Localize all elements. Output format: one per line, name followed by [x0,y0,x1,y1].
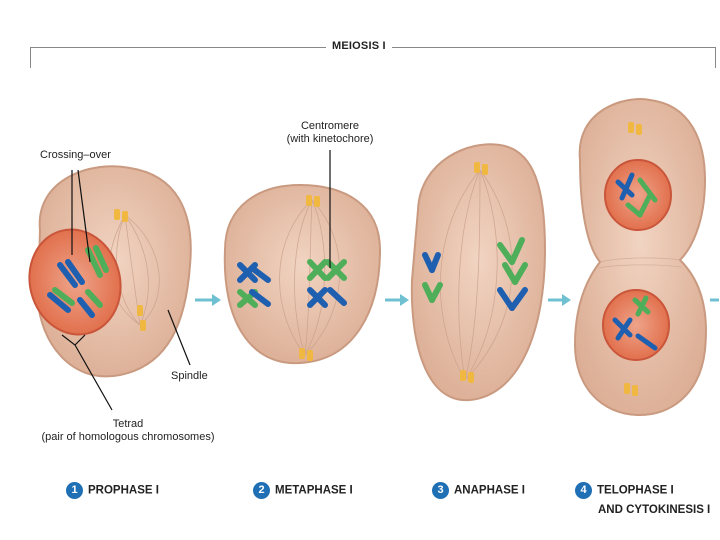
phase-label-4: TELOPHASE I [597,484,674,497]
arrow-2 [385,294,409,306]
crossing-over-label: Crossing–over [40,149,111,161]
phase-number-1: 1 [66,482,83,499]
centromere-title: Centromere [300,120,360,132]
prophase-chromosomes [47,245,109,318]
phase-label-1: PROPHASE I [88,484,159,497]
diagram-title: MEIOSIS I [326,40,392,52]
tetrad-subtitle: (pair of homologous chromosomes) [41,431,215,443]
phase-number-4: 4 [575,482,592,499]
tetrad-label: Tetrad (pair of homologous chromosomes) [18,418,238,444]
tetrad-pointer-2 [74,334,86,346]
crossing-over-pointer-2 [77,169,91,263]
centromere-subtitle: (with kinetochore) [286,133,374,145]
spindle-pointer [167,309,191,366]
prophase-centrosome-bottom [137,305,146,331]
telophase-chromosomes [612,172,658,351]
centromere-label: Centromere (with kinetochore) [268,120,392,146]
metaphase-centrosome-top [306,195,320,207]
tetrad-title: Tetrad [112,418,144,430]
telophase-centrosome-bottom [624,383,638,396]
phase-caption-2: 2 METAPHASE I [253,482,353,499]
telophase-cell [573,98,707,417]
phase-number-2: 2 [253,482,270,499]
anaphase-centrosome-top [474,162,488,175]
telophase-nucleus-bottom [602,289,670,361]
metaphase-centrosome-bottom [299,348,313,361]
phase-label-4-line2: AND CYTOKINESIS I [598,504,711,516]
phase-caption-3: 3 ANAPHASE I [432,482,525,499]
phase-caption-4: 4 TELOPHASE I AND CYTOKINESIS I [575,482,710,517]
spindle-label: Spindle [171,370,208,382]
telophase-centrosome-top [628,122,642,135]
metaphase-chromosomes [237,259,347,308]
anaphase-centrosome-bottom [460,370,474,383]
phase-caption-1: 1 PROPHASE I [66,482,159,499]
prophase-centrosome-top [114,209,128,222]
phase-number-3: 3 [432,482,449,499]
telophase-nucleus-top [604,159,672,231]
anaphase-chromosomes [422,237,528,311]
anaphase-cell [410,143,547,402]
prophase-cell [28,165,192,378]
phase-label-2: METAPHASE I [275,484,353,497]
metaphase-cell [223,183,382,365]
phase-label-3: ANAPHASE I [454,484,525,497]
arrow-3 [548,294,571,306]
arrow-1 [195,294,221,306]
